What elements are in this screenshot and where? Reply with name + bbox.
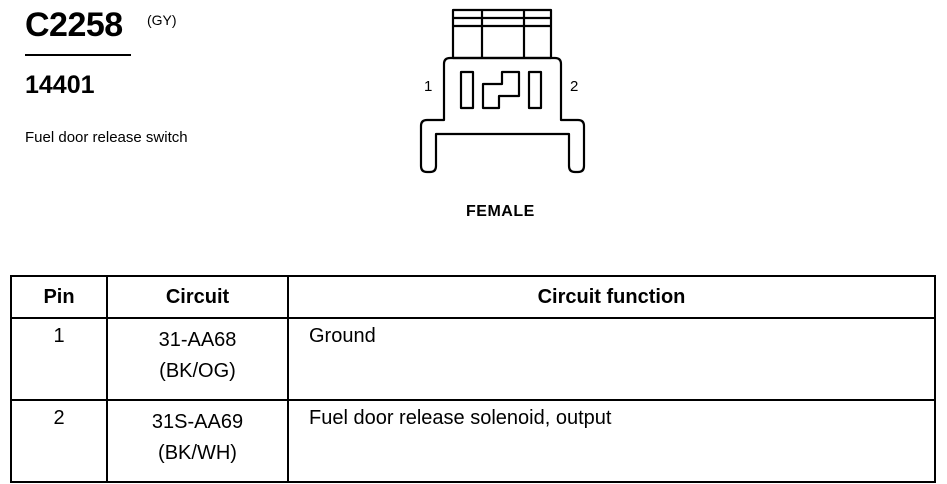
- circuit-function: Ground: [287, 317, 936, 401]
- wire-color: (BK/WH): [158, 442, 237, 464]
- column-header-pin: Pin: [10, 275, 108, 319]
- terminal-2-cavity: [527, 70, 543, 110]
- pin-2-label: 2: [570, 78, 579, 95]
- component-description: Fuel door release switch: [25, 129, 188, 146]
- pin-number: 1: [10, 317, 108, 401]
- pin-number: 2: [10, 399, 108, 483]
- part-number: 14401: [25, 71, 95, 99]
- wire-color: (BK/OG): [159, 360, 236, 382]
- circuit-code: 31-AA68: [158, 329, 237, 351]
- table-row: 1 31-AA68 (BK/OG) Ground: [10, 317, 936, 401]
- column-header-circuit-function: Circuit function: [287, 275, 936, 319]
- connector-id-underline: [25, 54, 131, 56]
- circuit-function: Fuel door release solenoid, output: [287, 399, 936, 483]
- circuit-code: 31S-AA69: [151, 411, 244, 433]
- terminal-1-cavity: [459, 70, 475, 110]
- connector-id: C2258: [25, 6, 123, 44]
- connector-key: [481, 70, 521, 110]
- connector-color: (GY): [147, 12, 177, 28]
- circuit-cell: 31-AA68 (BK/OG): [106, 317, 289, 401]
- connector-gender-label: FEMALE: [466, 203, 535, 220]
- connector-face-diagram: [419, 8, 586, 174]
- table-row: 2 31S-AA69 (BK/WH) Fuel door release sol…: [10, 399, 936, 483]
- pin-table: Pin Circuit Circuit function 1 31-AA68 (…: [10, 275, 936, 483]
- circuit-cell: 31S-AA69 (BK/WH): [106, 399, 289, 483]
- column-header-circuit: Circuit: [106, 275, 289, 319]
- pin-1-label: 1: [424, 78, 433, 95]
- table-header-row: Pin Circuit Circuit function: [10, 275, 936, 319]
- connector-body-outline: [419, 56, 586, 174]
